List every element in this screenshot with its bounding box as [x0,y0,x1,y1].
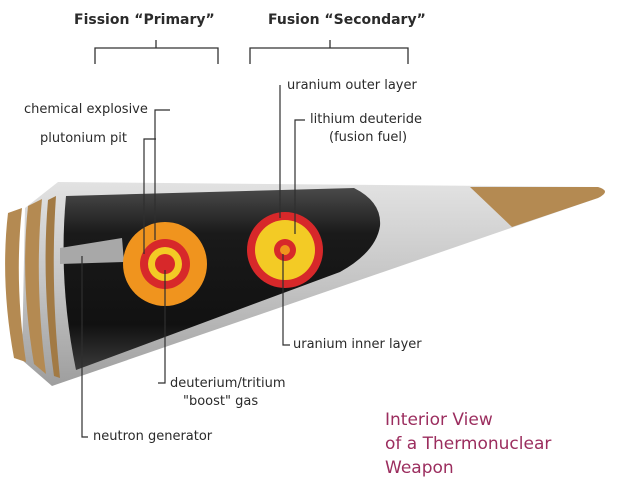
secondary-bracket [249,40,409,64]
label-neutron-generator: neutron generator [93,429,213,444]
leader-boost-gas [158,270,166,384]
diagram-title: Interior View of a Thermonuclear Weapon [385,408,551,480]
leader-plutonium-pit [143,138,156,254]
label-plutonium-pit: plutonium pit [40,131,128,146]
leader-lithium-deuteride [294,119,305,234]
fusion-secondary [247,212,323,288]
primary-bracket [94,40,219,64]
leader-uranium-inner [282,254,290,346]
label-fusion-fuel: (fusion fuel) [329,130,408,145]
label-boost-gas: "boost" gas [183,394,259,409]
label-uranium-outer-layer: uranium outer layer [287,78,417,93]
rear-band-inner [45,196,60,378]
label-chemical-explosive: chemical explosive [24,102,148,117]
title-line-1: Interior View [385,410,493,430]
label-lithium-deuteride: lithium deuteride [310,112,422,127]
spark-plug-center [280,245,290,255]
title-line-3: Weapon [385,458,454,478]
rear-band-outer [5,208,27,362]
boost-gas-core [155,254,175,274]
fusion-secondary-heading: Fusion “Secondary” [268,12,426,28]
label-deuterium-tritium: deuterium/tritium [170,376,286,391]
leader-chemical-explosive [154,109,170,240]
label-uranium-inner-layer: uranium inner layer [293,337,422,352]
title-line-2: of a Thermonuclear [385,434,552,454]
rear-band-middle [25,199,46,374]
neutron-generator-rod [60,238,124,264]
fission-primary-heading: Fission “Primary” [74,12,215,28]
casing-tip [470,187,605,227]
leader-neutron-generator [81,256,88,438]
